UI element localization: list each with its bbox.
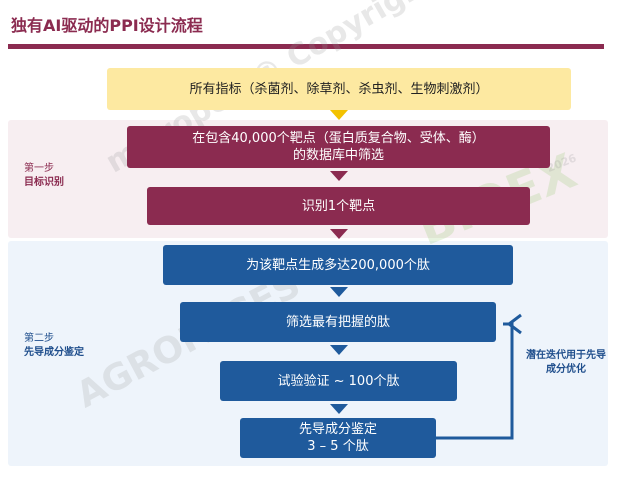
select-peptides-box: 筛选最有把握的肽: [180, 302, 496, 342]
lead-identification-text-line1: 先导成分鉴定: [298, 422, 377, 437]
arrow-down-icon: [330, 345, 348, 355]
step1-name: 目标识别: [24, 177, 64, 188]
identify-target-text: 识别1个靶点: [301, 198, 376, 214]
title-divider: [8, 44, 604, 49]
all-indicators-box: 所有指标（杀菌剂、除草剂、杀虫剂、生物刺激剂）: [107, 68, 571, 110]
screen-database-box: 在包含40,000个靶点（蛋白质复合物、受体、酶） 的数据库中筛选: [127, 126, 550, 168]
screen-database-text-line2: 的数据库中筛选: [292, 148, 384, 163]
step2-name: 先导成分鉴定: [24, 347, 84, 358]
step2-label: 第二步 先导成分鉴定: [24, 332, 84, 360]
step1-label: 第一步 目标识别: [24, 162, 64, 190]
arrow-down-icon: [330, 110, 348, 120]
generate-peptides-box: 为该靶点生成多达200,000个肽: [163, 245, 513, 285]
page-title: 独有AI驱动的PPI设计流程: [11, 16, 203, 35]
screen-database-text-line1: 在包含40,000个靶点（蛋白质复合物、受体、酶）: [192, 131, 485, 146]
iteration-label: 潜在迭代用于先导成分优化: [526, 350, 606, 375]
test-validate-text: 试验验证 ~ 100个肽: [277, 373, 400, 389]
identify-target-box: 识别1个靶点: [147, 187, 530, 225]
test-validate-box: 试验验证 ~ 100个肽: [220, 361, 457, 401]
all-indicators-text: 所有指标（杀菌剂、除草剂、杀虫剂、生物刺激剂）: [189, 81, 489, 97]
lead-identification-box: 先导成分鉴定 3 – 5 个肽: [240, 418, 436, 458]
select-peptides-text: 筛选最有把握的肽: [285, 314, 390, 330]
arrow-down-icon: [330, 171, 348, 181]
generate-peptides-text: 为该靶点生成多达200,000个肽: [246, 257, 430, 273]
step2-number: 第二步: [24, 333, 54, 344]
step1-number: 第一步: [24, 163, 54, 174]
lead-identification-text-line2: 3 – 5 个肽: [307, 439, 369, 454]
arrow-down-icon: [330, 404, 348, 414]
arrow-down-icon: [330, 287, 348, 297]
arrow-down-icon: [330, 229, 348, 239]
